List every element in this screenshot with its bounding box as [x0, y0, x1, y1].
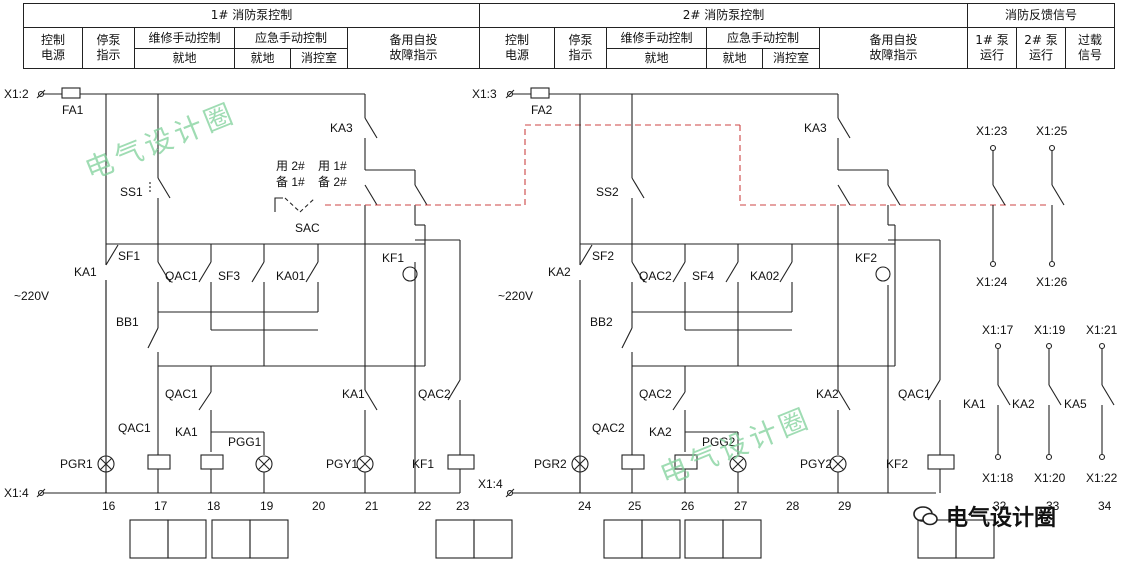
fuse-fa2 — [530, 87, 550, 99]
terminal-number: 32 — [993, 499, 1007, 513]
terminal-number: 25 — [628, 499, 642, 513]
terminal-number: 24 — [578, 499, 592, 513]
terminal-number: 28 — [786, 499, 800, 513]
lbl-ss2: SS2 — [596, 185, 619, 199]
lbl-use2: 用 2# — [276, 159, 305, 173]
terminal-number: 18 — [207, 499, 221, 513]
lbl-kf2b: KF2 — [886, 457, 908, 471]
lbl-x12: X1:2 — [4, 87, 29, 101]
lbl-ka1c: KA1 — [175, 425, 198, 439]
lbl-x13: X1:3 — [472, 87, 497, 101]
lbl-x125: X1:25 — [1036, 124, 1068, 138]
brand-logo: 电气设计圈 — [912, 500, 1056, 532]
coil-kf1 — [447, 454, 475, 470]
lbl-x124: X1:24 — [976, 275, 1008, 289]
lbl-kf2: KF2 — [855, 251, 877, 265]
lbl-x119: X1:19 — [1034, 323, 1066, 337]
lbl-ka2: KA2 — [548, 265, 571, 279]
lbl-ka1: KA1 — [74, 265, 97, 279]
lbl-qac2c: QAC2 — [418, 387, 451, 401]
lbl-pgr1: PGR1 — [60, 457, 93, 471]
lbl-sf4: SF4 — [692, 269, 714, 283]
wechat-icon — [913, 506, 938, 526]
terminal-number: 27 — [734, 499, 748, 513]
lbl-fa1: FA1 — [62, 103, 84, 117]
lbl-ka3b: KA3 — [804, 121, 827, 135]
lbl-pgy1: PGY1 — [326, 457, 358, 471]
lbl-ka2r: KA2 — [1012, 397, 1035, 411]
kf1-delay — [402, 266, 418, 282]
lbl-sac: SAC — [295, 221, 320, 235]
terminal-number: 19 — [260, 499, 274, 513]
lbl-qac1b: QAC1 — [165, 387, 198, 401]
header-table: 1# 消防泵控制 2# 消防泵控制 消防反馈信号 控制 电源 停泵 指示 维修手… — [23, 3, 1115, 69]
lbl-qac2b: QAC2 — [639, 387, 672, 401]
lbl-x117: X1:17 — [982, 323, 1014, 337]
lbl-bb2: BB2 — [590, 315, 613, 329]
coil-qac2 — [621, 454, 645, 470]
coil-ka2 — [674, 454, 698, 470]
terminal-number: 33 — [1046, 499, 1060, 513]
lbl-x122: X1:22 — [1086, 471, 1118, 485]
lbl-qac2a: QAC2 — [639, 269, 672, 283]
lbl-x118: X1:18 — [982, 471, 1014, 485]
lbl-back1: 备 1# — [276, 175, 305, 189]
brand-text: 电气设计圈 — [946, 506, 1057, 531]
coil-kf2 — [927, 454, 955, 470]
lbl-kf1b: KF1 — [412, 457, 434, 471]
lbl-x14a: X1:4 — [4, 486, 29, 500]
col-pump1-run: 1# 泵 运行 — [967, 27, 1017, 69]
lbl-pgr2: PGR2 — [534, 457, 567, 471]
lbl-back2: 备 2# — [318, 175, 347, 189]
lbl-v2: ~220V — [498, 289, 533, 303]
lbl-x123: X1:23 — [976, 124, 1008, 138]
lbl-x126: X1:26 — [1036, 275, 1068, 289]
lbl-use1: 用 1# — [318, 159, 347, 173]
lbl-fa2: FA2 — [531, 103, 553, 117]
terminal-number: 26 — [681, 499, 695, 513]
terminal-number: 17 — [154, 499, 168, 513]
coil-qac1 — [147, 454, 171, 470]
terminal-number: 16 — [102, 499, 116, 513]
fuse-fa1 — [61, 87, 81, 99]
col-standby-1: 备用自投 故障指示 — [347, 27, 480, 69]
lbl-ka01: KA01 — [276, 269, 306, 283]
col-ctrl-power-2: 控制 电源 — [479, 27, 555, 69]
lbl-x14b: X1:4 — [478, 477, 503, 491]
lbl-sf2: SF2 — [592, 249, 614, 263]
lbl-ka2c: KA2 — [649, 425, 672, 439]
lbl-x121: X1:21 — [1086, 323, 1118, 337]
lbl-kf1: KF1 — [382, 251, 404, 265]
lbl-sf3: SF3 — [218, 269, 240, 283]
lbl-qac1c: QAC1 — [898, 387, 931, 401]
terminal-number: 20 — [312, 499, 326, 513]
lbl-qac1a: QAC1 — [165, 269, 198, 283]
kf2-delay — [875, 266, 891, 282]
lbl-ka02: KA02 — [750, 269, 780, 283]
terminal-number: 22 — [418, 499, 432, 513]
lbl-ka5r: KA5 — [1064, 397, 1087, 411]
lbl-qac1d: QAC1 — [118, 421, 151, 435]
col-overload: 过载 信号 — [1065, 27, 1115, 69]
lbl-ka1b: KA1 — [342, 387, 365, 401]
terminal-number: 29 — [838, 499, 852, 513]
lbl-bb1: BB1 — [116, 315, 139, 329]
lbl-qac2d: QAC2 — [592, 421, 625, 435]
lbl-ka3a: KA3 — [330, 121, 353, 135]
lbl-ka2b: KA2 — [816, 387, 839, 401]
lbl-pgy2: PGY2 — [800, 457, 832, 471]
lbl-sf1: SF1 — [118, 249, 140, 263]
lbl-v1: ~220V — [14, 289, 49, 303]
lbl-pgg2: PGG2 — [702, 435, 736, 449]
lbl-ka1r: KA1 — [963, 397, 986, 411]
coil-ka1 — [200, 454, 224, 470]
lbl-ss1: SS1 — [120, 185, 143, 199]
terminal-number: 21 — [365, 499, 379, 513]
lbl-x120: X1:20 — [1034, 471, 1066, 485]
lbl-pgg1: PGG1 — [228, 435, 262, 449]
terminal-number: 23 — [456, 499, 470, 513]
terminal-number: 34 — [1098, 499, 1112, 513]
